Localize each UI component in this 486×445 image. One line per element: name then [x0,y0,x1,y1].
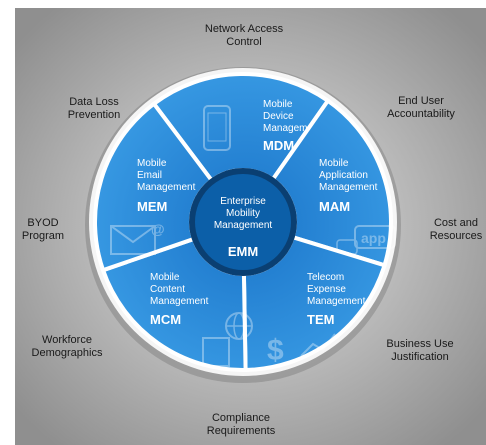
outer-label-line: Control [226,36,261,48]
outer-label-line: Justification [391,351,448,363]
segment-abbreviation: MCM [150,312,181,327]
outer-label-line: Cost and [434,217,478,229]
segment-label-line: Mobile [137,158,167,169]
center-label-line: Management [214,220,273,231]
smartphone-screen [207,112,227,142]
segment-label-line: Expense [307,284,346,295]
center-circle [195,174,291,270]
segment-label-line: Mobile [263,99,293,110]
app-tile [354,225,396,249]
outer-label-line: Requirements [207,425,276,437]
segment-label-line: Mobile [319,158,349,169]
outer-label-line: Compliance [212,412,270,424]
outer-label-line: Business Use [386,338,453,350]
globe-circle [225,312,253,340]
emm-diagram-svg: MobileDeviceManagementMDMappMobileApplic… [15,8,486,445]
globe-document-icon [202,312,253,367]
segment-label-line: Application [319,170,368,181]
smartphone-icon [203,105,231,151]
outer-label-line: Network Access [205,23,284,35]
segment-abbreviation: TEM [307,312,334,327]
dollar-chart-icon: $ [267,333,336,367]
smartphone-body [203,105,231,151]
email-icon: @ [110,221,165,255]
outer-label-line: BYOD [27,217,58,229]
at-sign-text: @ [151,221,165,237]
segment-abbreviation: MEM [137,199,167,214]
outer-label-line: Resources [430,230,483,242]
segment-label-line: Email [137,170,162,181]
segment-abbreviation: MAM [319,199,350,214]
segment-label-line: Management [307,296,366,307]
dollar-icon-text: $ [267,334,284,367]
segment-label-line: Device [263,111,294,122]
segment-label-line: Management [319,182,378,193]
document-sheet [202,337,230,367]
segments-group: MobileDeviceManagementMDMappMobileApplic… [93,72,396,373]
outer-label-line: End User [398,95,444,107]
outer-label-line: Accountability [387,108,455,120]
outer-label-line: Program [22,230,64,242]
center-label-line: Enterprise [220,196,266,207]
segment-label-line: Management [263,123,322,134]
segment-label-line: Management [137,182,196,193]
app-tiles-icon: app [336,225,396,255]
segment-label-line: Mobile [150,272,180,283]
center-label-line: Mobility [226,208,260,219]
outer-label-line: Data Loss [69,96,119,108]
segment-label-line: Content [150,284,185,295]
outer-label-line: Prevention [68,109,121,121]
trend-line [300,333,336,357]
outer-label-line: Workforce [42,334,92,346]
segment-label-line: Telecom [307,272,344,283]
envelope-body [110,225,156,255]
outer-label-line: Demographics [32,347,103,359]
segment-abbreviation: MDM [263,138,294,153]
center-abbreviation: EMM [228,244,258,259]
globe-meridian [233,312,245,340]
envelope-flap [110,225,156,244]
app-icon-text: app [361,230,386,246]
segment-label-line: Management [150,296,209,307]
